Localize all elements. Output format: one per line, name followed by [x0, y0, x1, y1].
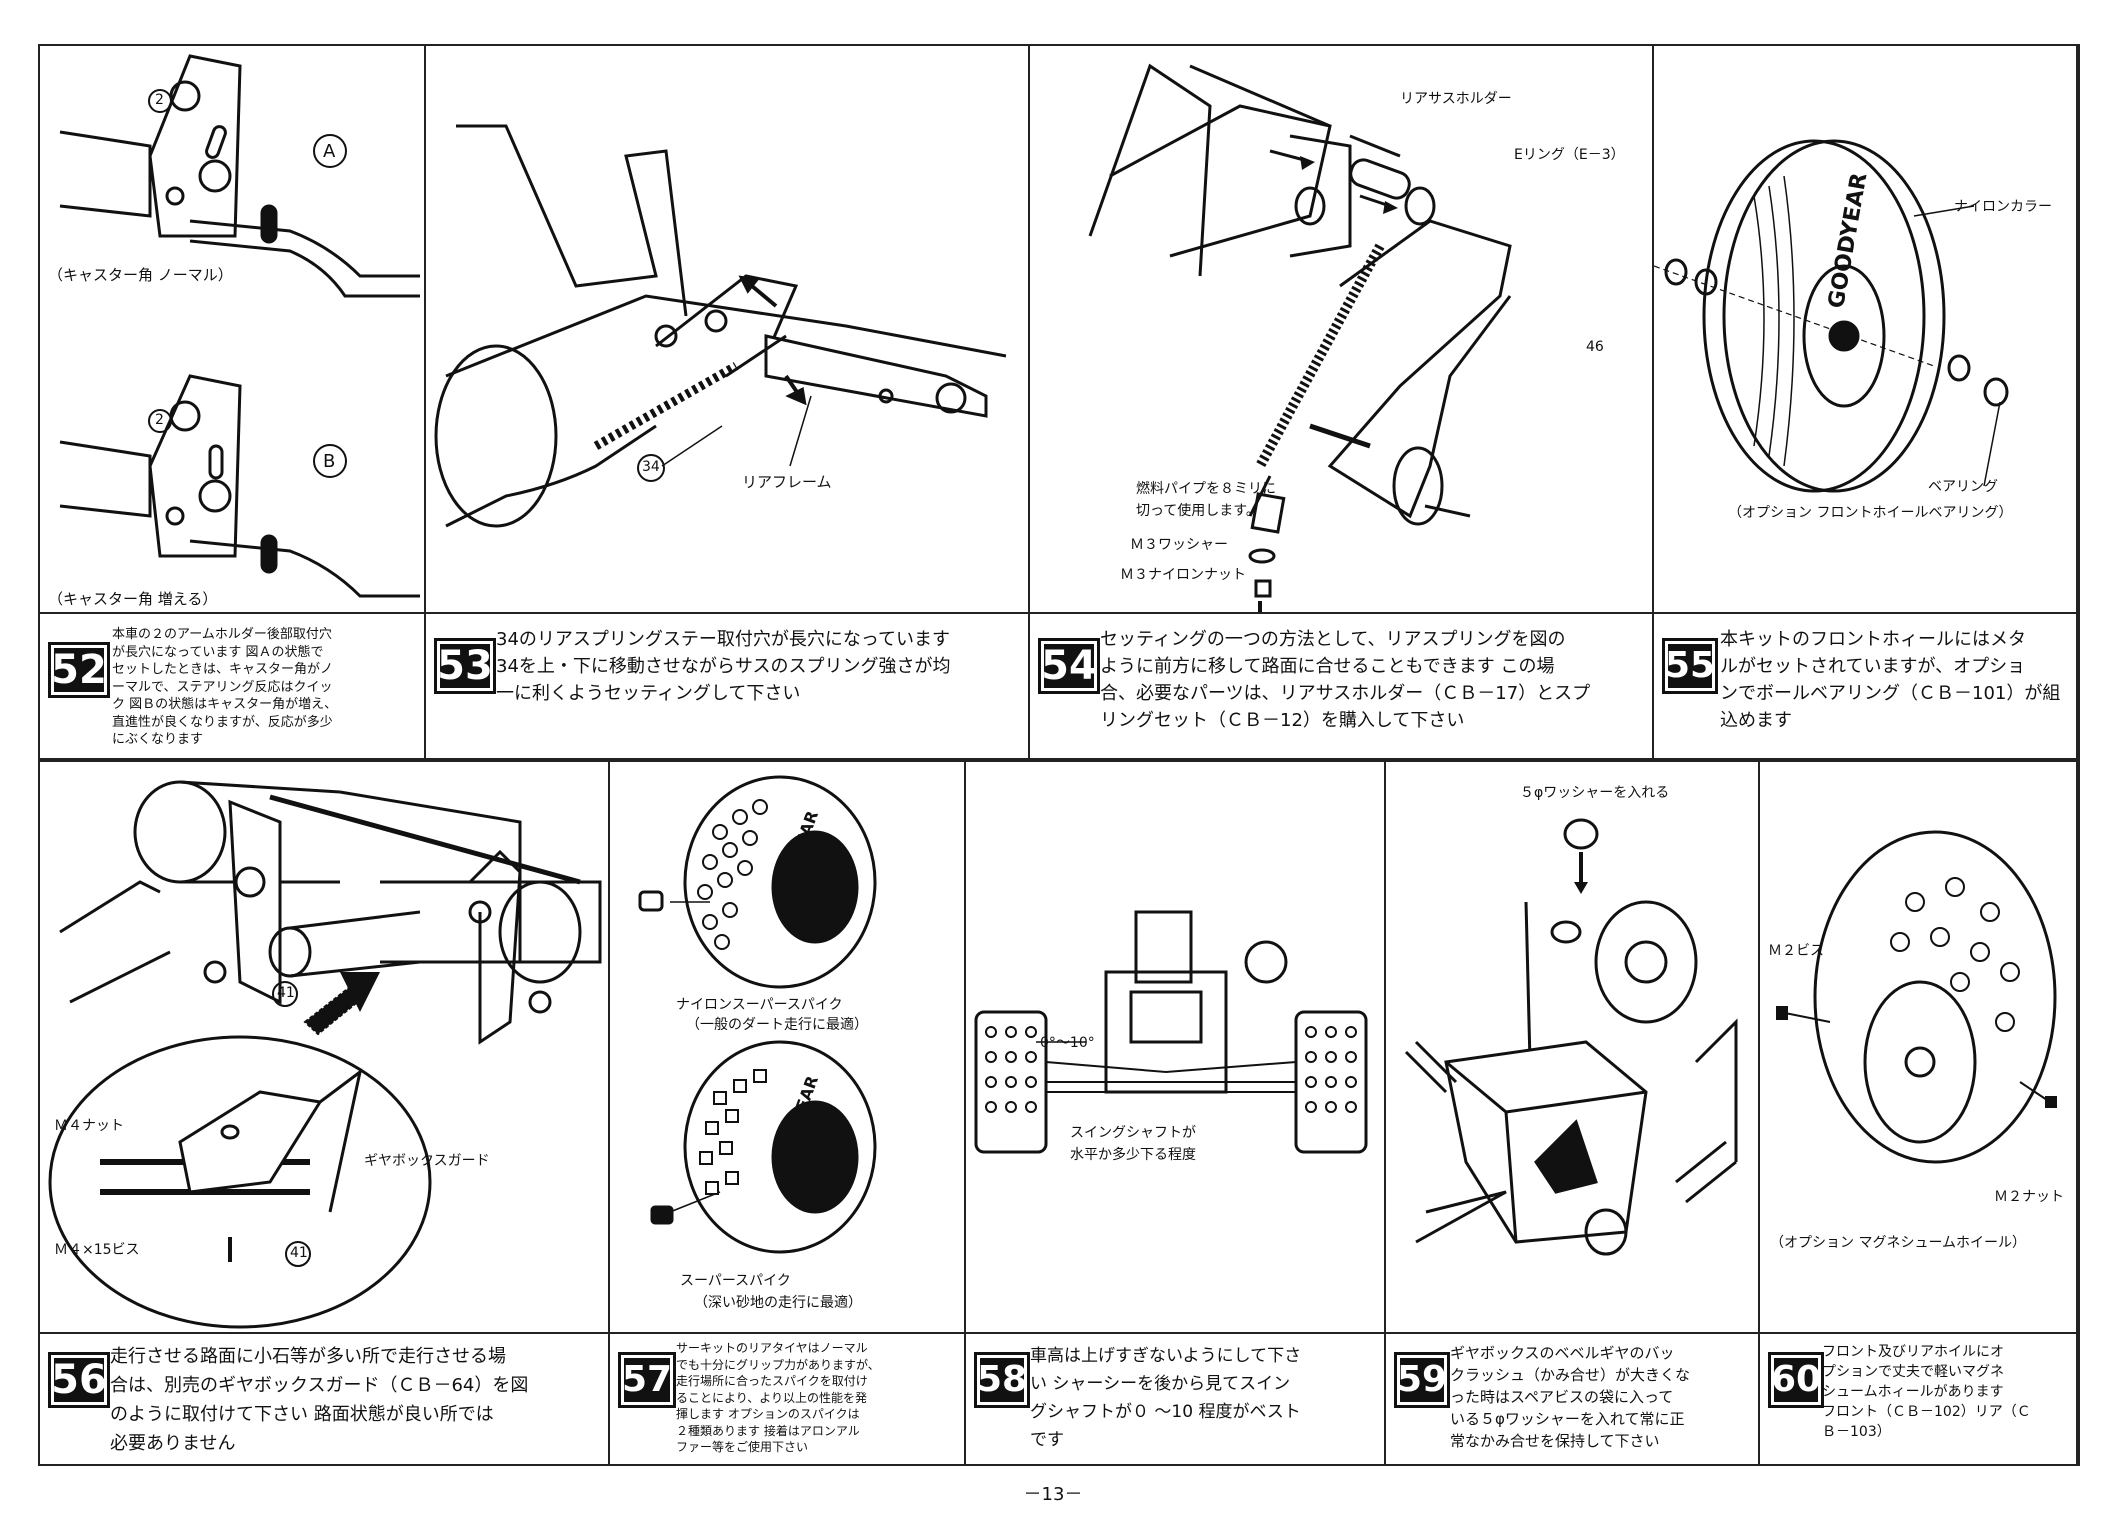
diagram-57 [638, 775, 877, 1254]
label-b: B [323, 451, 336, 472]
part-34: 34 [642, 459, 660, 475]
label-rear-sus-holder: リアサスホルダー [1400, 91, 1512, 107]
panel-56: 41 41 Ｍ４ナット ギヤボックスガード Ｍ４×15ビス [40, 762, 610, 1464]
panel-54: リアサスホルダー Eリング（E－3） 46 燃料パイプを８ミリに 切って使用しま… [1030, 46, 1654, 758]
panel-58: 0°～10° スイングシャフトが 水平か多少下る程度 [966, 762, 1386, 1464]
panel-59: ５φワッシャーを入れる [1386, 762, 1760, 1464]
label-a: A [323, 141, 336, 162]
panel-52: A B 2 2 （キャスター角 ノーマル） （キャスター角 増える） [40, 46, 426, 758]
step-60-text: フロント及びリアホイルにオプションで丈夫で軽いマグネシュームホィールがあります … [1822, 1344, 2031, 1440]
bottom-row-divider [40, 1332, 2078, 1334]
page-number: －13－ [1023, 1484, 1083, 1505]
step-53-number: 53 [434, 638, 496, 694]
spike-caption-2b: （深い砂地の走行に最適） [694, 1295, 862, 1311]
label-m4-screw: Ｍ４×15ビス [54, 1242, 140, 1258]
label-angle: 0°～10° [1040, 1035, 1095, 1051]
part-46: 46 [1586, 339, 1604, 355]
step-52-number: 52 [48, 642, 110, 698]
label-m2-screw: Ｍ２ビス [1768, 943, 1824, 959]
label-m3-washer: Ｍ３ワッシャー [1130, 537, 1228, 553]
top-row-divider [40, 612, 2078, 614]
diagram-56 [48, 780, 602, 1329]
step-58-number: 58 [974, 1352, 1030, 1408]
panel-53: 34 リアフレーム [426, 46, 1030, 758]
label-nylon-collar: ナイロンカラー [1954, 199, 2052, 215]
step-54-text: セッティングの一つの方法として、リアスプリングを図のように前方に移して路面に合せ… [1100, 629, 1591, 731]
step-59-text: ギヤボックスのベベルギヤのバックラッシュ（かみ合せ）が大きくなった時はスペアビス… [1450, 1344, 1691, 1450]
step-59-number: 59 [1394, 1352, 1450, 1408]
spike-caption-1a: ナイロンスーパースパイク [676, 997, 843, 1013]
label-m4-nut: Ｍ４ナット [54, 1118, 124, 1134]
label-fuel-pipe-2: 切って使用します。 [1136, 503, 1260, 519]
step-55-text: 本キットのフロントホィールにはメタルがセットされていますが、オプションでボールベ… [1720, 629, 2061, 731]
swing-shaft-caption-1: スイングシャフトが [1070, 1125, 1196, 1141]
spike-caption-1b: （一般のダート走行に最適） [686, 1017, 868, 1033]
diagram-55 [1654, 139, 2009, 493]
step-55-number: 55 [1662, 638, 1718, 694]
panel-57: GOODYEAR GOODYEAR ナイロンスーパースパイク （一般のダート走行… [610, 762, 966, 1464]
swing-shaft-caption-2: 水平か多少下る程度 [1070, 1147, 1196, 1163]
diagram-52 [59, 54, 420, 598]
step-57-number: 57 [618, 1352, 676, 1408]
label-bearing: ベアリング [1928, 479, 1998, 495]
part-2-a: 2 [155, 92, 164, 108]
label-5phi-washer: ５φワッシャーを入れる [1520, 785, 1670, 801]
part-2-b: 2 [155, 412, 164, 428]
diagram-58 [974, 910, 1368, 1154]
part-41-a: 41 [277, 985, 295, 1001]
step-54-number: 54 [1038, 638, 1100, 694]
label-e-ring: Eリング（E－3） [1514, 147, 1625, 163]
step-58-text: 車高は上げすぎないようにして下さい シャーシーを後から見てスイングシャフトが０ … [1030, 1346, 1302, 1450]
panel-60: Ｍ２ビス Ｍ２ナット （オプション マグネシュームホイール） [1760, 762, 2078, 1464]
diagram-54 [1088, 63, 1512, 612]
part-41-b: 41 [290, 1245, 308, 1261]
label-rear-frame: リアフレーム [742, 473, 832, 491]
label-option-bearing: （オプション フロントホイールベアリング） [1728, 505, 2013, 521]
spike-caption-2a: スーパースパイク [680, 1273, 791, 1289]
diagram-59 [1404, 818, 1738, 1256]
step-52-text: 本車の２のアームホルダー後部取付穴が長穴になっています 図Ａの状態でセットしたと… [112, 627, 338, 747]
top-row-frame: A B 2 2 （キャスター角 ノーマル） （キャスター角 増える） [38, 44, 2080, 760]
step-60-number: 60 [1768, 1352, 1824, 1408]
label-fuel-pipe-1: 燃料パイプを８ミリに [1136, 481, 1276, 497]
diagram-53 [434, 124, 1007, 528]
step-57-text: サーキットのリアタイヤはノーマルでも十分にグリップ力がありますが、走行場所に合っ… [676, 1341, 880, 1454]
panel-55: GOODYEAR ナイロンカラー ベアリング （オプション フロントホイールベア… [1654, 46, 2078, 758]
bottom-row-frame: 41 41 Ｍ４ナット ギヤボックスガード Ｍ４×15ビス [38, 760, 2080, 1466]
step-56-number: 56 [48, 1352, 110, 1408]
label-m2-nut: Ｍ２ナット [1994, 1189, 2064, 1205]
magnesium-wheel-caption: （オプション マグネシュームホイール） [1770, 1235, 2027, 1251]
step-56-text: 走行させる路面に小石等が多い所で走行させる場合は、別売のギヤボックスガード（ＣＢ… [110, 1346, 529, 1454]
label-gearbox-guard: ギヤボックスガード [364, 1153, 490, 1169]
caption-a: （キャスター角 ノーマル） [48, 266, 233, 284]
label-m3-nut: Ｍ３ナイロンナット [1120, 567, 1246, 583]
diagram-60 [1776, 830, 2057, 1164]
caption-b: （キャスター角 増える） [48, 590, 218, 608]
